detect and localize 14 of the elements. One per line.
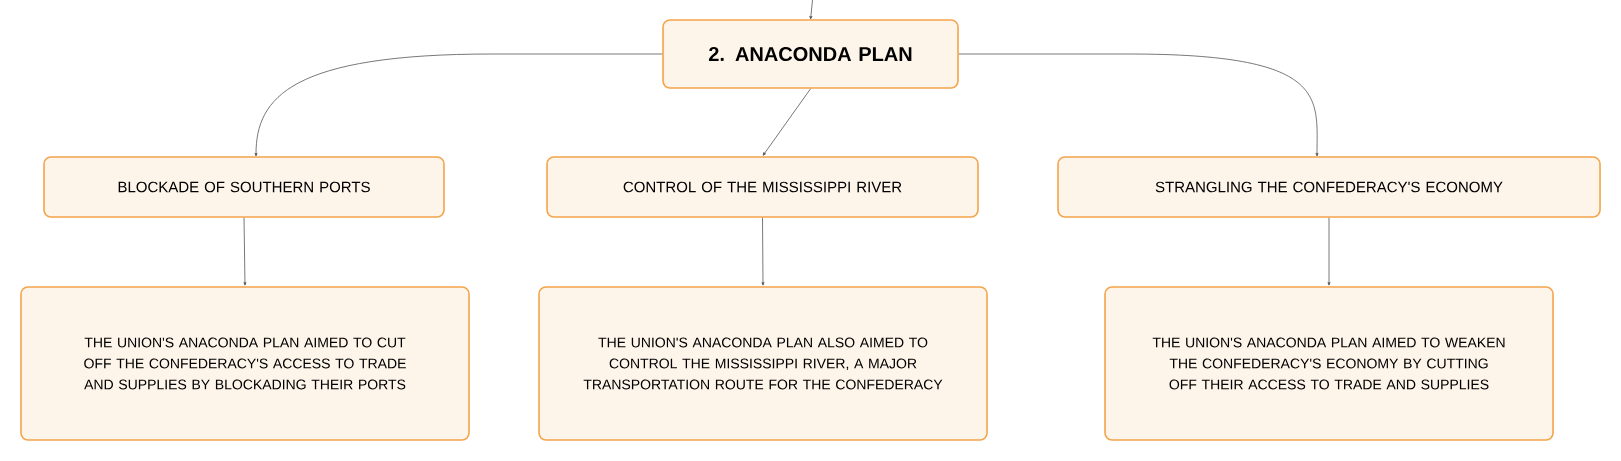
arrow bbox=[958, 53, 1319, 157]
arrow bbox=[762, 88, 811, 156]
topic-box: BLOCKADE OF SOUTHERN PORTS bbox=[43, 156, 445, 218]
topic-box: CONTROL OF THE MISSISSIPPI RIVER bbox=[546, 156, 979, 218]
arrow bbox=[254, 53, 663, 157]
description-box: THE UNION'S ANACONDA PLAN AIMED TO WEAKEN THE CONFEDERACY'S ECONOMY BY CUTTING OFF THEIR ACCESS TO TRADE AND SUPPLIES bbox=[1104, 286, 1554, 441]
arrow bbox=[809, 0, 813, 20]
description-box: THE UNION'S ANACONDA PLAN AIMED TO CUT OFF THE CONFEDERACY'S ACCESS TO TRADE AND SUPPLIES BY BLOCKADING THEIR PORTS bbox=[20, 286, 470, 441]
arrow bbox=[243, 217, 247, 286]
arrow bbox=[1327, 217, 1331, 286]
topic-box: STRANGLING THE CONFEDERACY'S ECONOMY bbox=[1057, 156, 1601, 218]
description-box: THE UNION'S ANACONDA PLAN ALSO AIMED TO CONTROL THE MISSISSIPPI RIVER, A MAJOR TRANSPORTATION ROUTE FOR THE CONFEDERACY bbox=[538, 286, 988, 441]
arrow bbox=[761, 217, 765, 286]
title-box: 2. ANACONDA PLAN bbox=[662, 19, 959, 89]
